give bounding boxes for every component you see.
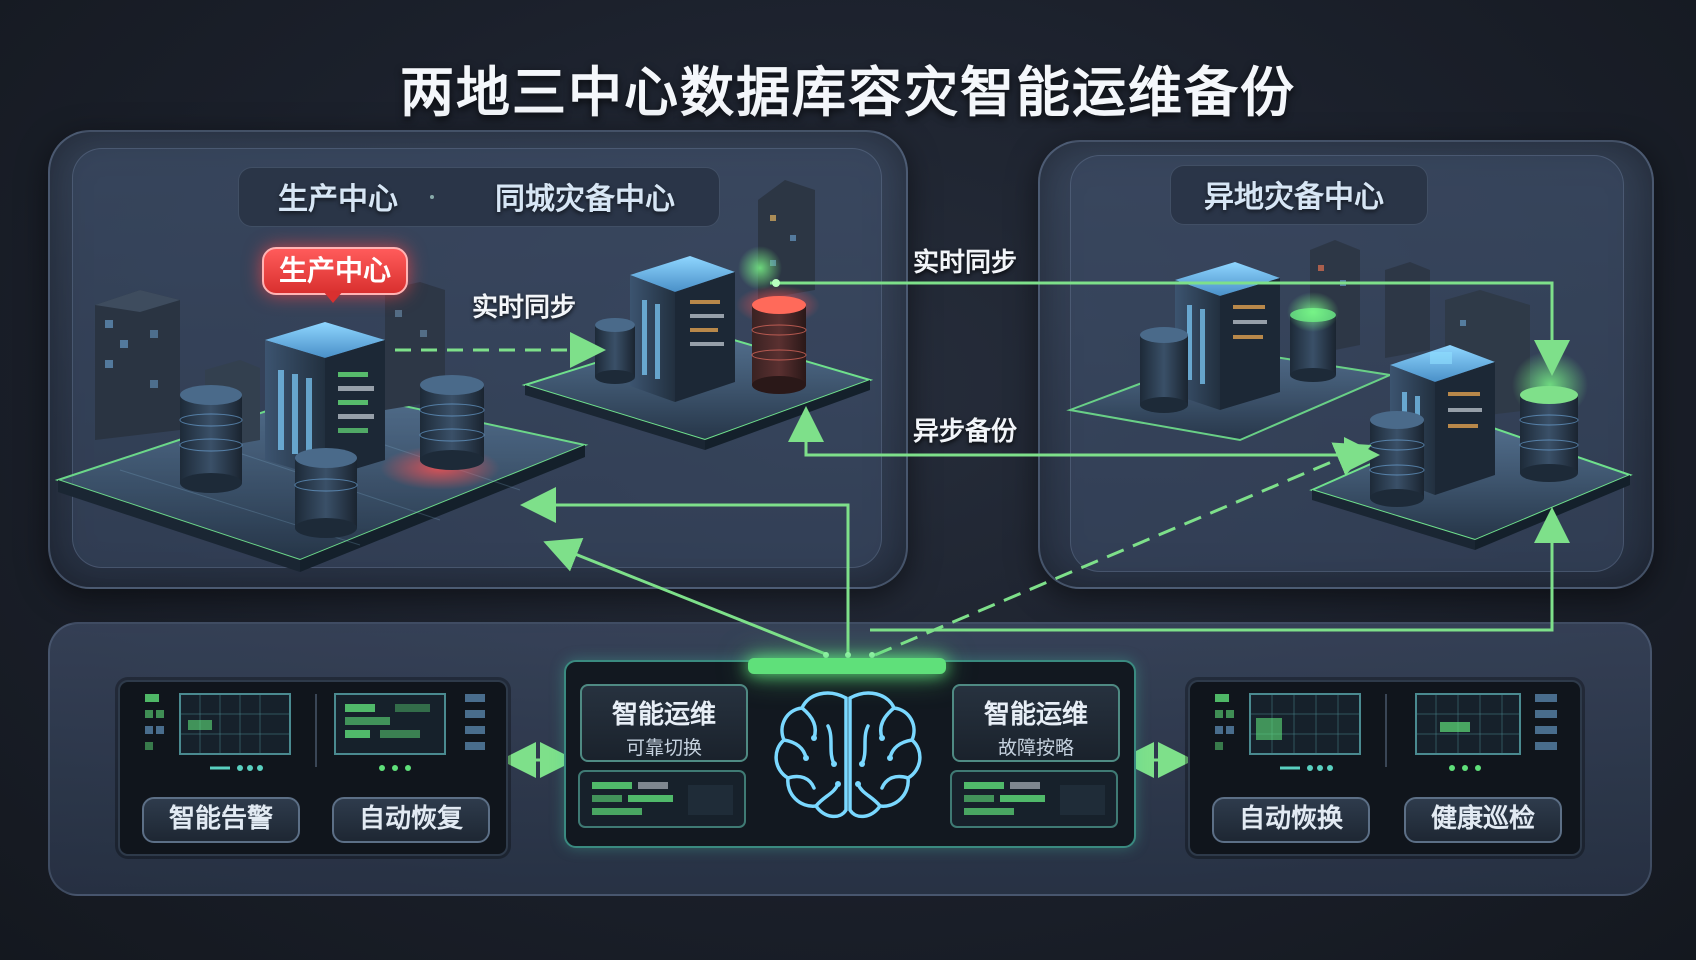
right-header-pill	[1170, 165, 1428, 225]
label-local-realtime-sync: 实时同步	[472, 293, 577, 323]
smart-alert-button[interactable]: 智能告警	[142, 797, 300, 843]
production-building-icon	[265, 322, 385, 478]
auto-switch-button[interactable]: 自动恢换	[1212, 797, 1370, 843]
production-alert-tag: 生产中心	[262, 247, 408, 295]
arrow-icon	[804, 437, 1380, 473]
database-icon	[1519, 386, 1579, 482]
header-production-center: 生产中心	[278, 182, 398, 217]
left-header-pill	[238, 167, 720, 227]
brain-icon	[774, 691, 922, 819]
sync-node	[869, 652, 875, 658]
ai-card-subtitle: 可靠切换	[625, 737, 702, 759]
header-local-dr-center: 同城灾备中心	[495, 182, 675, 217]
ai-card-fault-strategy: 智能运维 故障按略	[952, 684, 1120, 762]
sync-glow	[1287, 292, 1339, 332]
arrow-icon	[874, 442, 1372, 657]
ai-ops-glow-bar	[748, 658, 946, 674]
dashboard-screens	[145, 693, 485, 771]
database-icon	[1140, 327, 1188, 413]
sync-node	[823, 652, 829, 658]
database-icon	[294, 448, 358, 538]
arrow-icon	[770, 281, 1570, 376]
database-icon	[1369, 411, 1425, 507]
sync-glow	[738, 246, 782, 290]
production-tag-pointer	[323, 291, 343, 303]
health-inspection-button[interactable]: 健康巡检	[1404, 797, 1562, 843]
header-separator-dot	[430, 195, 434, 199]
auto-recovery-button[interactable]: 自动恢复	[332, 797, 490, 843]
local-dr-building-icon	[630, 256, 735, 402]
ai-data-panel-left	[578, 770, 746, 828]
header-remote-dr-center: 异地灾备中心	[1204, 180, 1384, 215]
page-title: 两地三中心数据库容灾智能运维备份	[400, 61, 1296, 124]
ai-card-title: 智能运维	[611, 700, 716, 730]
ai-data-panel-right	[950, 770, 1118, 828]
database-icon	[595, 318, 635, 384]
database-icon	[179, 385, 243, 493]
arrow-icon	[870, 507, 1570, 632]
database-icon	[419, 375, 485, 470]
arrow-icon	[520, 487, 850, 655]
ai-card-title: 智能运维	[983, 700, 1088, 730]
label-async-backup: 异步备份	[913, 417, 1018, 447]
dashboard-screens	[1215, 693, 1557, 771]
ai-card-reliable-switch: 智能运维 可靠切换	[580, 684, 748, 762]
ai-card-subtitle: 故障按略	[997, 737, 1074, 759]
building-icon	[95, 290, 180, 440]
label-realtime-sync: 实时同步	[913, 248, 1018, 278]
sync-node	[845, 652, 851, 658]
arrow-icon	[543, 537, 829, 657]
database-icon	[751, 296, 807, 394]
sync-node	[772, 279, 780, 287]
building-icon	[1385, 262, 1430, 358]
sync-arrows	[395, 281, 1570, 778]
